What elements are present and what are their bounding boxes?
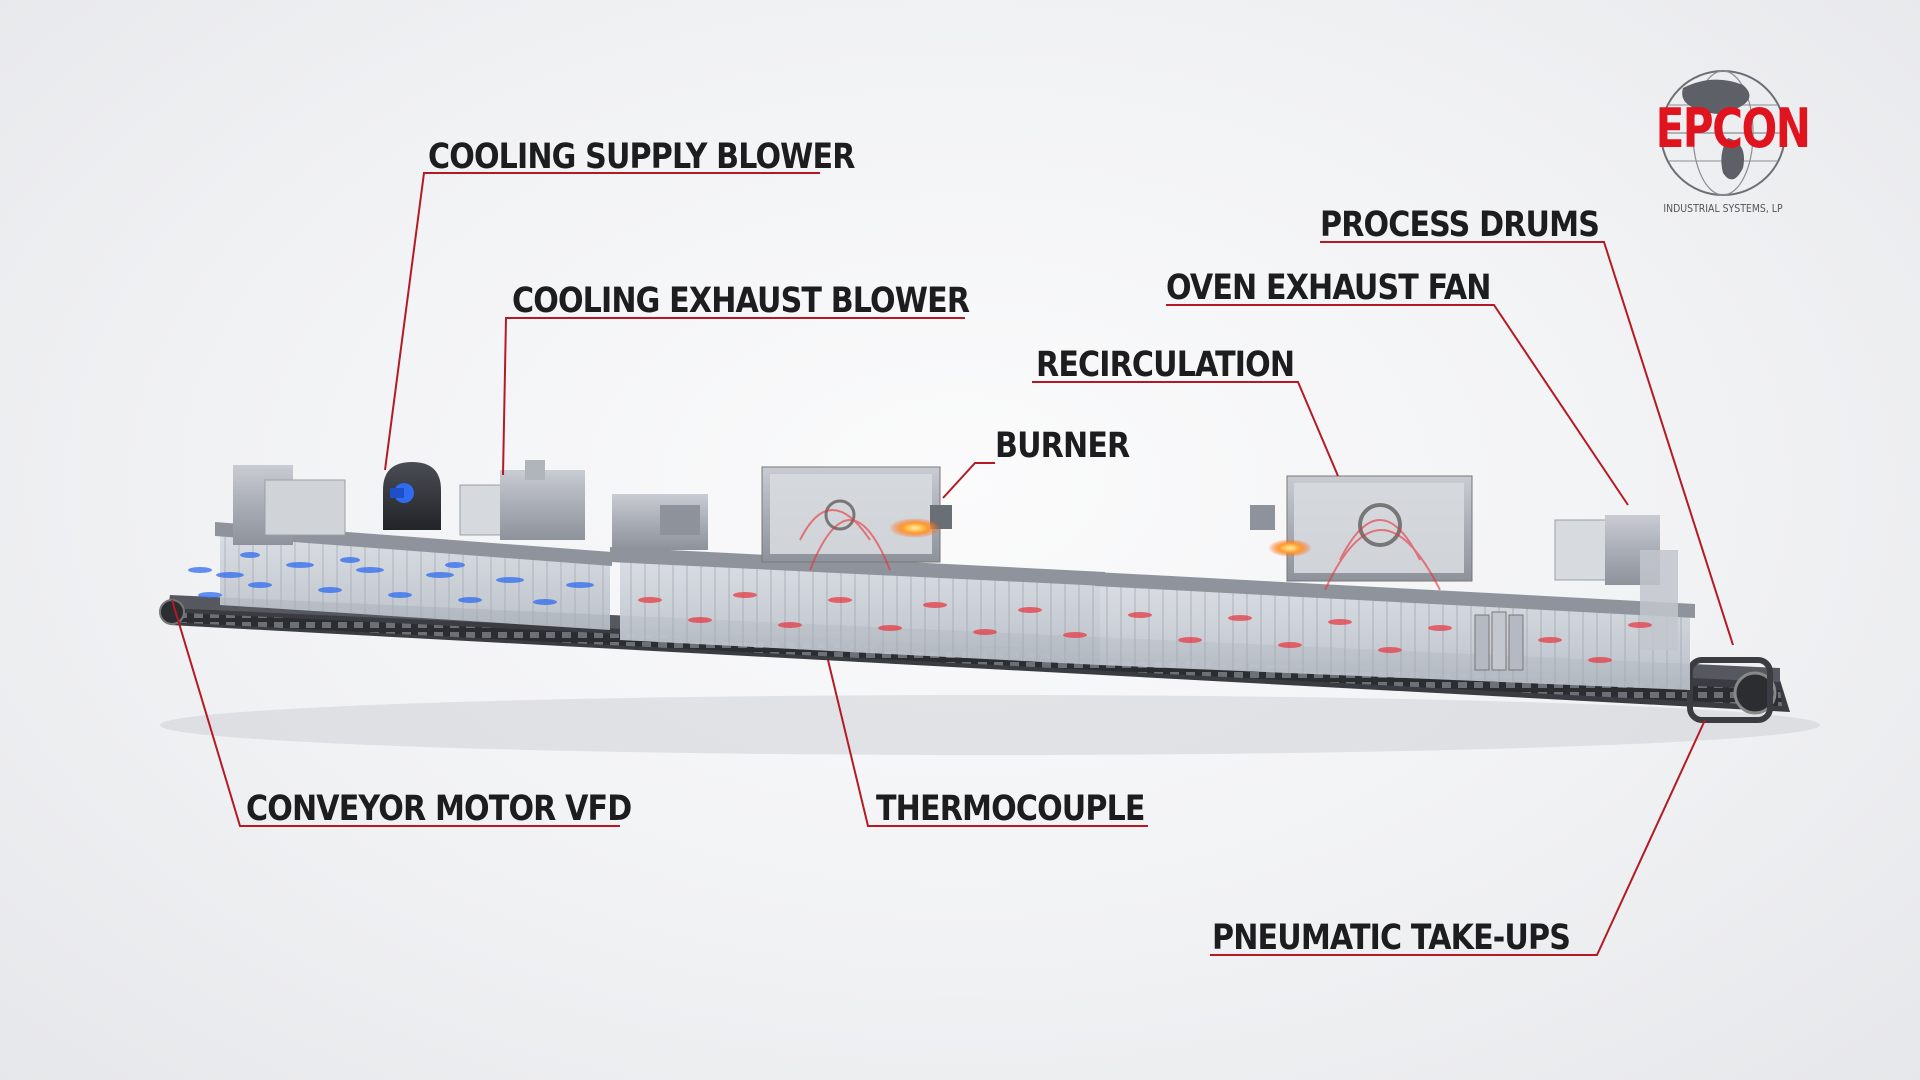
floor-shadow — [160, 695, 1820, 755]
label-pneumatic-take-ups: PNEUMATIC TAKE-UPS — [1212, 918, 1571, 958]
recirculation-swirls — [799, 509, 1441, 591]
leader-cooling-supply-blower — [384, 172, 820, 471]
control-cabinet — [612, 494, 708, 550]
cooling-airflow — [188, 552, 594, 605]
logo-subtitle: INDUSTRIAL SYSTEMS, LP — [1663, 202, 1783, 215]
label-cooling-supply-blower: COOLING SUPPLY BLOWER — [428, 137, 855, 177]
process-drums-shape — [1474, 611, 1524, 671]
leader-recirculation — [1032, 381, 1339, 477]
epcon-logo: EPCON INDUSTRIAL SYSTEMS, LP — [1632, 66, 1814, 224]
logo-wordmark: EPCON — [1655, 97, 1811, 160]
cooling-supply-blower-unit — [233, 462, 441, 545]
burner-flame — [889, 518, 941, 538]
label-thermocouple: THERMOCOUPLE — [876, 789, 1145, 829]
oven-zone-2 — [1095, 475, 1695, 690]
label-process-drums: PROCESS DRUMS — [1320, 205, 1600, 245]
leader-oven-exhaust-fan — [1166, 304, 1629, 506]
leader-conveyor-motor-vfd — [171, 599, 620, 827]
heated-airflow — [638, 592, 1652, 663]
leader-process-drums — [1320, 241, 1734, 646]
oven-zone-1 — [610, 466, 1105, 665]
label-burner: BURNER — [995, 426, 1130, 466]
label-conveyor-motor-vfd: CONVEYOR MOTOR VFD — [246, 789, 632, 829]
cooling-exhaust-blower-unit — [459, 460, 585, 540]
cooling-section — [188, 522, 612, 630]
leader-thermocouple — [827, 659, 1148, 827]
leader-cooling-exhaust-blower — [502, 317, 965, 476]
leader-burner — [942, 462, 995, 499]
label-oven-exhaust-fan: OVEN EXHAUST FAN — [1166, 268, 1491, 308]
label-recirculation: RECIRCULATION — [1036, 345, 1295, 385]
globe-icon — [1660, 70, 1786, 196]
label-cooling-exhaust-blower: COOLING EXHAUST BLOWER — [512, 281, 970, 321]
leader-lines — [171, 172, 1734, 956]
leader-pneumatic-take-ups — [1210, 719, 1706, 956]
